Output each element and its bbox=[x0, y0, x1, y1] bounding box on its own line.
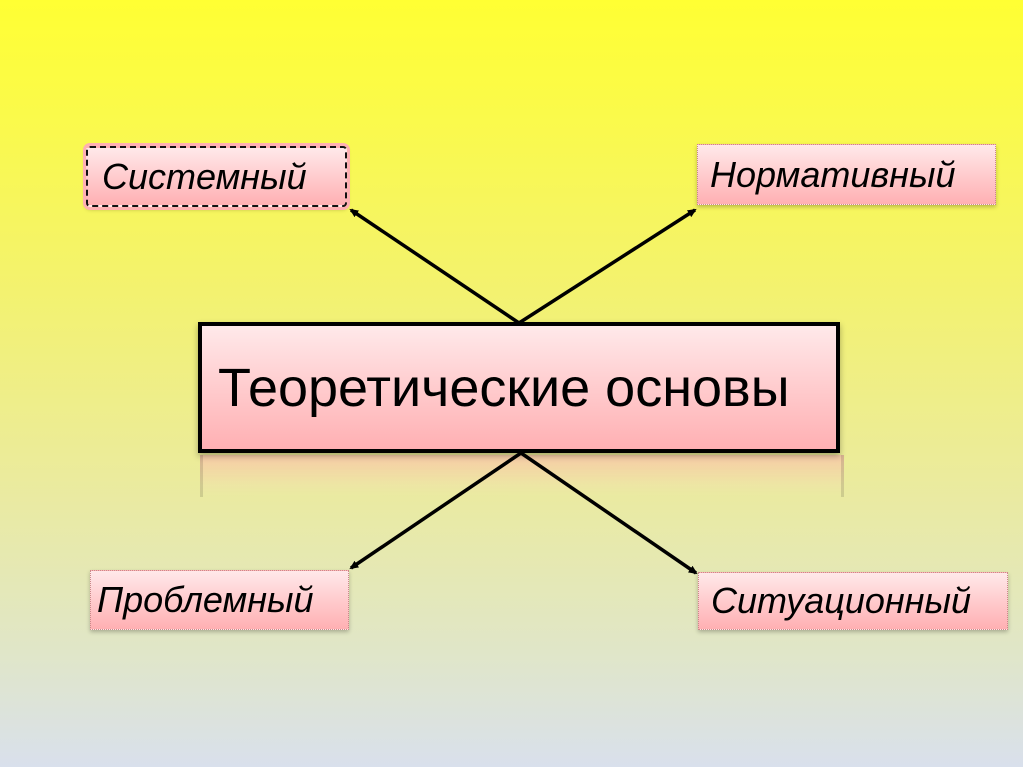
node-situational: Ситуационный bbox=[698, 572, 1008, 630]
arrow-to-situational bbox=[520, 451, 698, 575]
arrow-to-normative bbox=[518, 208, 697, 325]
node-systemic-label: Системный bbox=[102, 155, 307, 197]
node-systemic: Системный bbox=[86, 146, 347, 207]
node-situational-label: Ситуационный bbox=[711, 580, 971, 621]
center-box-reflection bbox=[200, 455, 844, 497]
node-normative-label: Нормативный bbox=[710, 153, 956, 195]
node-normative: Нормативный bbox=[697, 144, 996, 205]
arrow-to-systemic bbox=[349, 208, 520, 325]
node-problem: Проблемный bbox=[90, 570, 349, 630]
arrow-to-problem bbox=[349, 451, 522, 570]
center-box-label: Теоретические основы bbox=[218, 357, 790, 418]
center-box: Теоретические основы bbox=[198, 322, 840, 453]
node-problem-label: Проблемный bbox=[97, 579, 314, 620]
